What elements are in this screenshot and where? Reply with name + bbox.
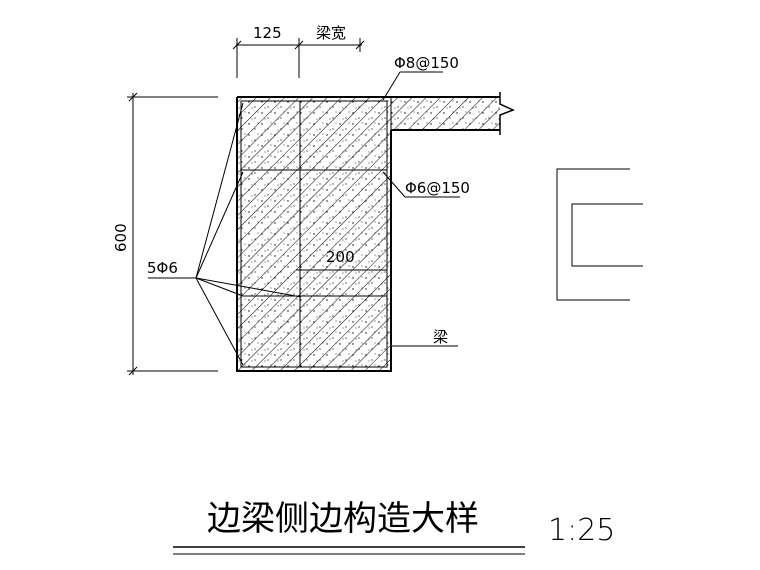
dim-beam-width-label: 梁宽	[316, 24, 346, 42]
beam-label: 梁	[433, 328, 448, 346]
beam-section	[236, 92, 515, 372]
reinforcement	[240, 97, 392, 368]
dim-125-label: 125	[253, 24, 282, 42]
title-underline	[173, 546, 525, 555]
top-stirrup-label: Φ8@150	[394, 54, 459, 72]
rebar-leaders	[148, 71, 460, 366]
dim-200-label: 200	[326, 248, 355, 266]
dim-600-label: 600	[112, 223, 130, 252]
slab-break-line	[499, 92, 515, 135]
longitudinal-bar-label: 5Φ6	[147, 259, 178, 277]
side-stirrup-label: Φ6@150	[405, 179, 470, 197]
drawing-title: 边梁侧边构造大样	[207, 499, 479, 539]
height-dimension	[127, 92, 218, 376]
beam-outline	[236, 96, 500, 372]
drawing-scale: 1:25	[548, 513, 615, 548]
top-dimension	[232, 38, 365, 78]
bracket-symbol	[556, 168, 643, 301]
